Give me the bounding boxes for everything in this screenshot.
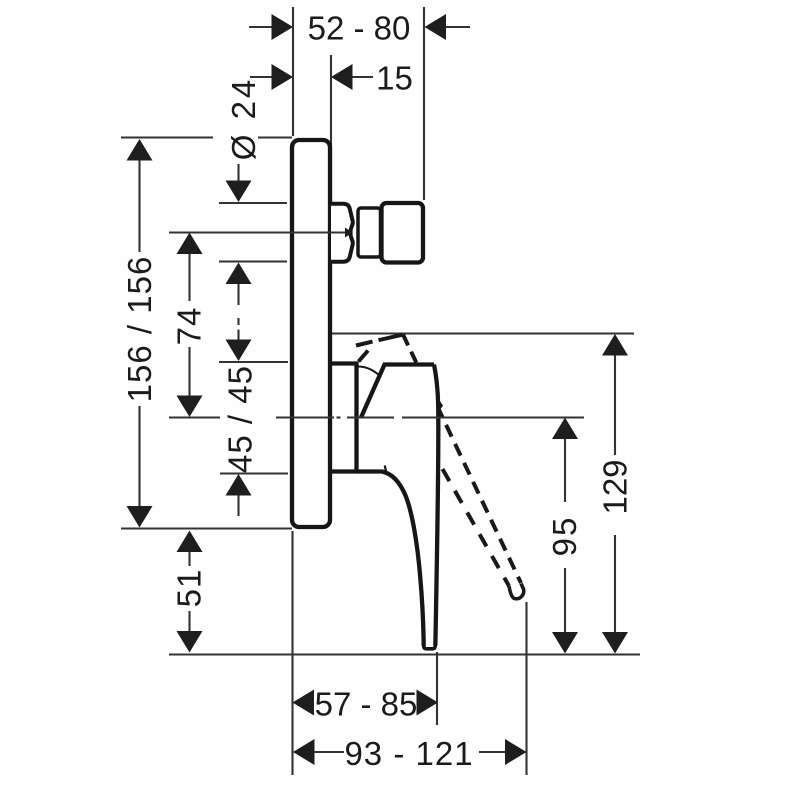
svg-text:156 / 156: 156 / 156 bbox=[121, 256, 158, 403]
svg-text:57 - 85: 57 - 85 bbox=[315, 686, 418, 723]
svg-text:93 - 121: 93 - 121 bbox=[344, 735, 473, 772]
svg-text:74: 74 bbox=[171, 307, 208, 346]
svg-text:45 / 45: 45 / 45 bbox=[222, 365, 259, 473]
svg-text:15: 15 bbox=[376, 60, 413, 97]
svg-text:95: 95 bbox=[546, 516, 583, 557]
svg-text:51: 51 bbox=[171, 569, 208, 608]
svg-text:129: 129 bbox=[597, 459, 634, 514]
svg-text:52 - 80: 52 - 80 bbox=[308, 10, 411, 47]
svg-text:Ø 24: Ø 24 bbox=[225, 77, 262, 161]
